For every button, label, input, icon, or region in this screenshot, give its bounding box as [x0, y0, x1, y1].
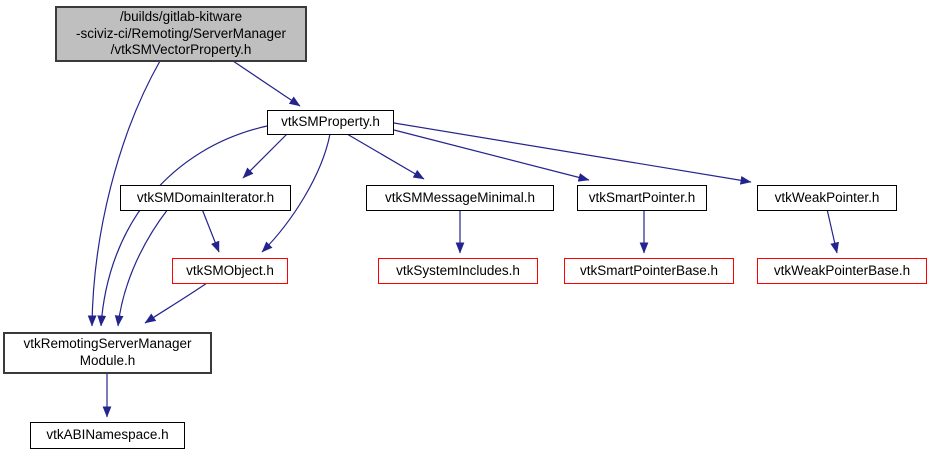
edge-smproperty-to-smartpointer: [393, 129, 590, 182]
node-vtksmproperty[interactable]: vtkSMProperty.h: [267, 110, 394, 135]
node-vtkweakpointerbase[interactable]: vtkWeakPointerBase.h: [757, 258, 927, 284]
edge-smproperty-to-smmessageminimal: [346, 133, 425, 180]
node-vtksmdomainiterator[interactable]: vtkSMDomainIterator.h: [120, 185, 291, 211]
node-vtkremotingservermanagermodule[interactable]: vtkRemotingServerManager Module.h: [3, 332, 212, 374]
node-vtkabinamespace[interactable]: vtkABINamespace.h: [30, 422, 185, 449]
node-vtksmvectorproperty-root: /builds/gitlab-kitware -sciviz-ci/Remoti…: [55, 6, 307, 62]
node-vtksmmessageminimal[interactable]: vtkSMMessageMinimal.h: [366, 185, 554, 211]
edge-root-to-remotingmodule: [87, 60, 161, 327]
node-vtkweakpointer[interactable]: vtkWeakPointer.h: [757, 185, 897, 211]
edge-smproperty-to-smobject: [261, 133, 331, 253]
node-vtksmartpointer[interactable]: vtkSmartPointer.h: [577, 185, 707, 211]
edge-smdomainiterator-to-remotingmodule: [114, 208, 169, 327]
node-vtksystemincludes[interactable]: vtkSystemIncludes.h: [378, 258, 538, 284]
edge-smproperty-to-weakpointer: [393, 122, 752, 185]
edge-smproperty-to-remotingmodule: [97, 125, 268, 327]
edge-root-to-smproperty: [232, 60, 301, 107]
node-vtksmobject[interactable]: vtkSMObject.h: [172, 258, 288, 284]
edge-smobject-to-remotingmodule: [144, 282, 208, 324]
edge-weakpointer-to-weakpointerbase: [826, 208, 839, 254]
node-vtksmartpointerbase[interactable]: vtkSmartPointerBase.h: [564, 258, 734, 284]
edge-smdomainiterator-to-smobject: [201, 208, 220, 253]
edge-smproperty-to-smdomainiterator: [242, 133, 288, 179]
